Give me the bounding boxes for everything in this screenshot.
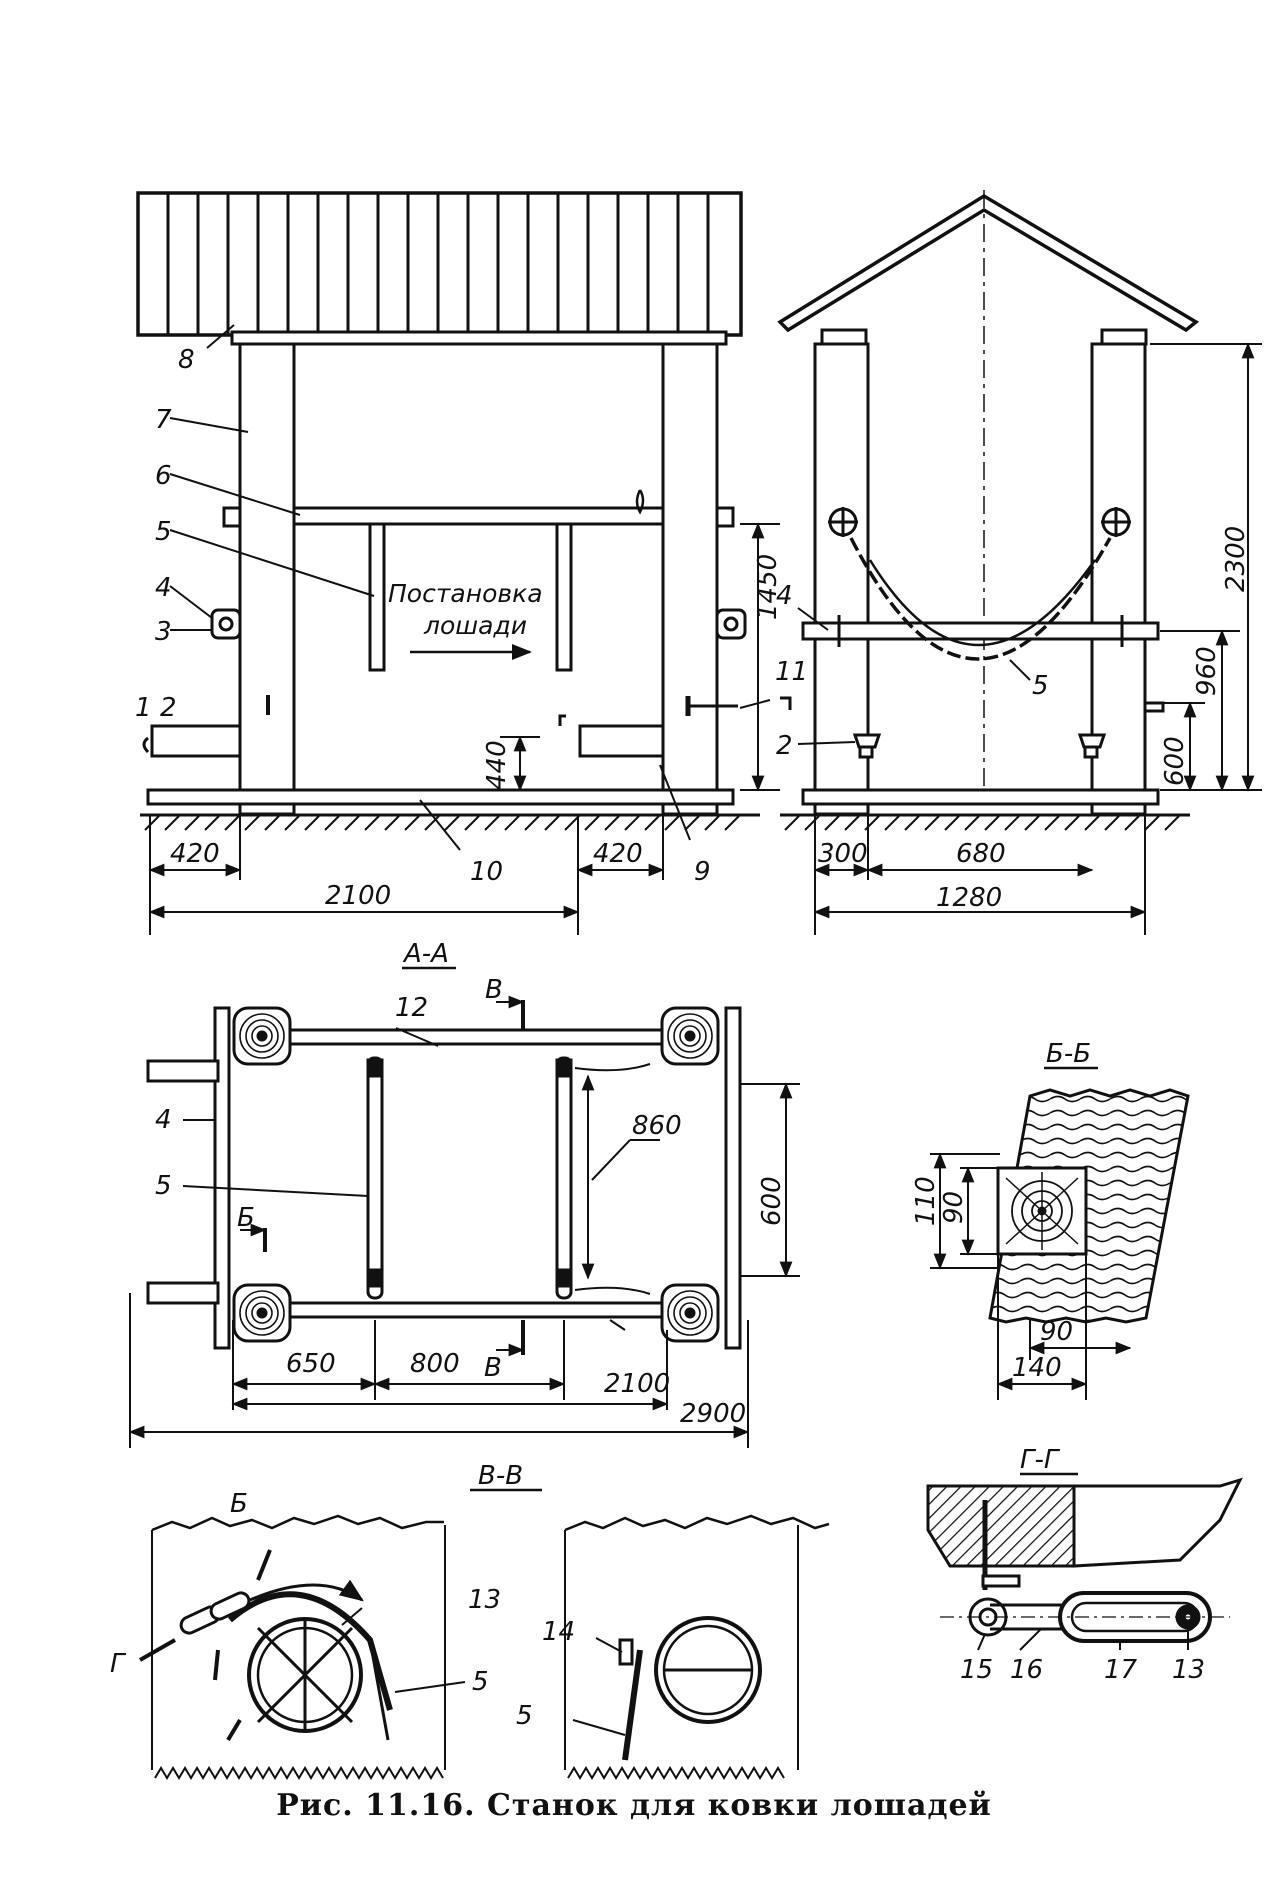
plan-callout-12: 12 bbox=[395, 993, 428, 1023]
inner-text-line1: Постановка bbox=[388, 579, 543, 608]
front-view-labels: 4 2 5 2300 960 600 300 680 1280 bbox=[776, 526, 1251, 913]
section-bb bbox=[930, 1066, 1190, 1400]
callout-11: 11 bbox=[775, 657, 808, 687]
dim-600-plan: 600 bbox=[757, 1176, 787, 1226]
dim-2300: 2300 bbox=[1221, 526, 1251, 592]
callout-4: 4 bbox=[155, 573, 172, 603]
dim-860: 860 bbox=[632, 1111, 682, 1141]
side-view bbox=[136, 191, 792, 935]
callout-7: 7 bbox=[155, 405, 172, 435]
callout-5: 5 bbox=[155, 517, 172, 547]
dim-2100-plan: 2100 bbox=[604, 1369, 670, 1399]
callout-1: 1 bbox=[135, 693, 152, 723]
bb-dim-110: 110 bbox=[911, 1176, 941, 1226]
bb-title: Б-Б bbox=[1046, 1039, 1091, 1069]
front-callout-5: 5 bbox=[1032, 671, 1049, 701]
roof-ribs bbox=[166, 193, 710, 335]
side-step-right bbox=[578, 724, 665, 758]
dim-420-left: 420 bbox=[170, 839, 220, 869]
dim-2100: 2100 bbox=[325, 881, 391, 911]
front-crossbar-4 bbox=[801, 621, 1160, 641]
dim-600-front: 600 bbox=[1160, 736, 1190, 786]
bb-dim-90-horizontal: 90 bbox=[1040, 1317, 1073, 1347]
side-step-left bbox=[150, 724, 242, 758]
front-callout-4: 4 bbox=[776, 581, 793, 611]
callout-2: 2 bbox=[160, 693, 177, 723]
side-base-rail bbox=[146, 788, 735, 806]
gg-callout-17: 17 bbox=[1104, 1655, 1138, 1685]
plan-section-v-top: В bbox=[485, 975, 503, 1005]
inner-text-line2: лошади bbox=[423, 611, 527, 640]
vv-callout-14: 14 bbox=[542, 1617, 575, 1647]
section-vv-labels: В-В Б Г 13 5 14 5 bbox=[110, 1461, 575, 1731]
vv-section-b: Б bbox=[230, 1489, 248, 1519]
plan-title: А-А bbox=[402, 939, 449, 969]
section-bb-labels: Б-Б 110 90 90 140 bbox=[911, 1039, 1091, 1383]
callout-9: 9 bbox=[694, 857, 711, 887]
side-post-left bbox=[238, 342, 296, 816]
figure-caption: Рис. 11.16. Станок для ковки лошадей bbox=[276, 1788, 992, 1823]
callout-10: 10 bbox=[470, 857, 503, 887]
gg-title: Г-Г bbox=[1020, 1445, 1061, 1475]
plan-beam-top bbox=[268, 1028, 692, 1046]
dim-300: 300 bbox=[818, 839, 868, 869]
vv-callout-5-left: 5 bbox=[472, 1667, 489, 1697]
section-vv bbox=[139, 1488, 830, 1780]
gg-callout-16: 16 bbox=[1010, 1655, 1043, 1685]
dim-420-right: 420 bbox=[593, 839, 643, 869]
dim-800: 800 bbox=[410, 1349, 460, 1379]
side-view-labels: 8 7 6 5 4 3 1 2 11 9 10 Постановка лошад… bbox=[135, 345, 808, 911]
dim-650: 650 bbox=[286, 1349, 336, 1379]
bb-dim-90-vertical: 90 bbox=[939, 1191, 969, 1224]
front-callout-2: 2 bbox=[776, 731, 793, 761]
dim-1280: 1280 bbox=[936, 883, 1002, 913]
callout-8: 8 bbox=[178, 345, 195, 375]
plan-strap-left bbox=[366, 1056, 384, 1300]
plan-strap-right bbox=[555, 1056, 573, 1300]
vv-callout-5-right: 5 bbox=[516, 1701, 533, 1731]
side-bar-6 bbox=[292, 506, 665, 526]
plan-view bbox=[128, 966, 800, 1448]
gg-callout-15: 15 bbox=[960, 1655, 993, 1685]
plan-section-b: Б bbox=[237, 1203, 255, 1233]
vv-section-g: Г bbox=[110, 1649, 127, 1679]
front-view bbox=[777, 190, 1262, 935]
plan-view-labels: А-А 12 4 5 В В Б 860 600 650 800 2100 29… bbox=[155, 939, 787, 1429]
front-gable-roof bbox=[777, 193, 1200, 333]
plan-section-v-bottom: В bbox=[484, 1353, 502, 1383]
dim-1450: 1450 bbox=[753, 554, 783, 620]
gg-callout-13: 13 bbox=[1172, 1655, 1205, 1685]
section-gg bbox=[926, 1472, 1243, 1651]
bb-dim-140: 140 bbox=[1012, 1353, 1062, 1383]
plan-callout-5: 5 bbox=[155, 1171, 172, 1201]
dim-960: 960 bbox=[1192, 646, 1222, 696]
dim-2900: 2900 bbox=[680, 1399, 746, 1429]
callout-6: 6 bbox=[155, 461, 172, 491]
plan-beam-bottom bbox=[268, 1301, 692, 1319]
callout-3: 3 bbox=[155, 617, 172, 647]
vv-title: В-В bbox=[478, 1461, 523, 1491]
dim-680: 680 bbox=[956, 839, 1006, 869]
dim-440: 440 bbox=[482, 740, 512, 790]
vv-callout-13: 13 bbox=[468, 1585, 501, 1615]
front-sling-5 bbox=[849, 537, 1112, 661]
side-post-right bbox=[661, 342, 719, 816]
section-gg-labels: Г-Г 15 16 17 13 bbox=[960, 1445, 1205, 1685]
plan-callout-4: 4 bbox=[155, 1105, 172, 1135]
